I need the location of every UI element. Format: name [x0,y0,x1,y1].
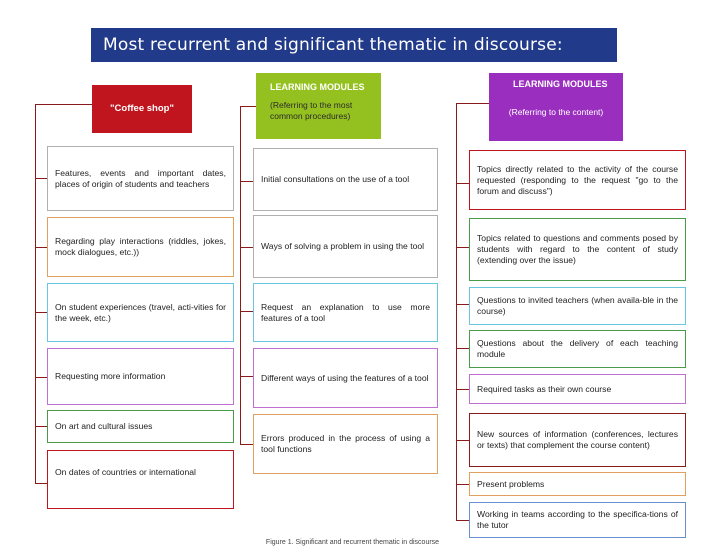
header-subtitle: (Referring to the most common procedures… [270,100,353,121]
header-title: LEARNING MODULES [270,82,365,92]
item-text: Request an explanation to use more featu… [261,301,430,323]
coffee-shop-item: Requesting more information [47,348,234,405]
item-text: Initial consultations on the use of a to… [261,174,410,184]
connector-tick [456,440,469,441]
item-text: On student experiences (travel, acti-vit… [55,301,226,323]
item-text: Required tasks as their own course [477,383,612,394]
content-item: Questions to invited teachers (when avai… [469,287,686,325]
header-title: LEARNING MODULES [513,79,608,89]
connector-line [35,104,92,105]
item-text: Requesting more information [55,371,166,381]
procedures-item: Errors produced in the process of using … [253,414,438,474]
procedures-item: Different ways of using the features of … [253,348,438,408]
coffee-shop-item: On dates of countries or international [47,450,234,509]
item-text: New sources of information (conferences,… [477,429,678,450]
connector-tick [456,484,469,485]
connector-tick [240,311,253,312]
connector-line [456,103,489,104]
connector-tick [456,304,469,305]
connector-tick [35,483,47,484]
diagram-title: Most recurrent and significant thematic … [91,28,617,62]
item-text: Ways of solving a problem in using the t… [261,241,425,251]
content-item: Topics related to questions and comments… [469,218,686,281]
connector-line [240,106,241,444]
item-text: Regarding play interactions (riddles, jo… [55,236,226,257]
connector-tick [240,376,253,377]
figure-caption: Figure 1. Significant and recurrent them… [265,539,440,546]
coffee-shop-item: On student experiences (travel, acti-vit… [47,283,234,342]
item-text: Questions to invited teachers (when avai… [477,295,678,316]
item-text: Errors produced in the process of using … [261,433,430,454]
connector-tick [456,389,469,390]
connector-line [240,106,256,107]
header-coffee-shop: "Coffee shop" [92,85,192,133]
procedures-item: Ways of solving a problem in using the t… [253,215,438,278]
header-learning-modules-content: LEARNING MODULES (Referring to the conte… [489,73,623,141]
connector-tick [456,183,469,184]
content-item: Required tasks as their own course [469,374,686,404]
item-text: Working in teams according to the specif… [477,509,678,530]
content-item: Working in teams according to the specif… [469,502,686,538]
procedures-item: Request an explanation to use more featu… [253,283,438,342]
connector-tick [240,247,253,248]
header-learning-modules-procedures: LEARNING MODULES (Referring to the most … [256,73,381,139]
connector-tick [35,377,47,378]
connector-tick [35,426,47,427]
header-subtitle: (Referring to the content) [508,107,604,117]
connector-tick [35,178,47,179]
item-text: Different ways of using the features of … [261,372,429,383]
item-text: Questions about the delivery of each tea… [477,338,678,359]
content-item: Topics directly related to the activity … [469,150,686,210]
coffee-shop-item: Features, events and important dates, pl… [47,146,234,211]
item-text: Features, events and important dates, pl… [55,167,226,189]
procedures-item: Initial consultations on the use of a to… [253,148,438,211]
connector-tick [456,520,469,521]
connector-tick [35,312,47,313]
connector-tick [456,348,469,349]
item-text: Topics directly related to the activity … [477,163,678,196]
item-text: On dates of countries or international [55,467,196,477]
coffee-shop-item: Regarding play interactions (riddles, jo… [47,217,234,277]
header-coffee-shop-label: "Coffee shop" [110,103,174,114]
connector-tick [456,247,469,248]
connector-tick [240,444,253,445]
coffee-shop-item: On art and cultural issues [47,410,234,443]
item-text: On art and cultural issues [55,421,153,431]
connector-line [35,104,36,483]
item-text: Present problems [477,478,545,489]
content-item: Questions about the delivery of each tea… [469,330,686,368]
connector-line [456,103,457,521]
content-item: Present problems [469,472,686,496]
connector-tick [240,181,253,182]
item-text: Topics related to questions and comments… [477,233,678,265]
connector-tick [35,247,47,248]
content-item: New sources of information (conferences,… [469,413,686,467]
